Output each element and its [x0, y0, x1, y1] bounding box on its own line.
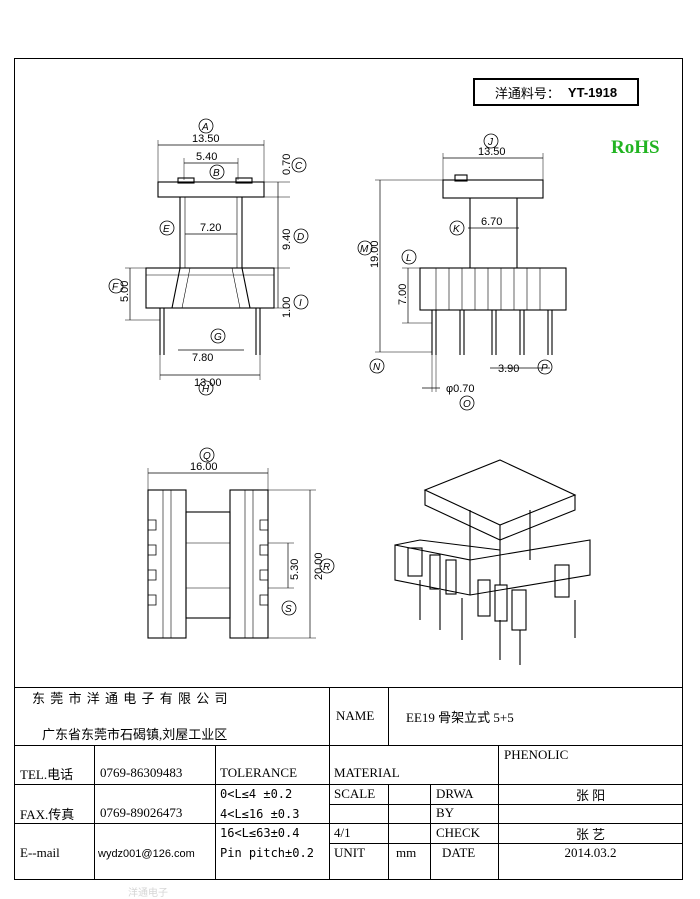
dim-r: 20.00: [313, 552, 325, 580]
tolerance-line-3: 16<L≤63±0.4: [220, 826, 300, 840]
callout-c: C: [295, 161, 303, 172]
title-block: 东 莞 市 洋 通 电 子 有 限 公 司 广东省东莞市石碣镇,刘屋工业区 NA…: [14, 687, 683, 880]
dim-f: 5.00: [119, 281, 131, 302]
callout-p: P: [541, 363, 548, 374]
callout-j: J: [487, 137, 494, 148]
unit-label: UNIT: [334, 845, 366, 860]
callout-r: R: [323, 562, 330, 573]
dim-a: 13.50: [192, 133, 220, 145]
callout-h: H: [202, 384, 210, 395]
drawing-frame: [14, 58, 683, 880]
dim-g: 7.80: [192, 352, 213, 364]
side-view: [375, 153, 567, 392]
company-name: 东 莞 市 洋 通 电 子 有 限 公 司: [32, 690, 229, 706]
dim-k: 6.70: [481, 216, 502, 228]
dim-l: 7.00: [397, 284, 409, 305]
name-label: NAME: [336, 708, 375, 723]
name-value: EE19 骨架立式 5+5: [406, 709, 514, 725]
callout-n: N: [373, 362, 381, 373]
tel-value: 0769-86309483: [100, 765, 183, 780]
fax-value: 0769-89026473: [100, 805, 183, 820]
dim-h: 13.00: [194, 377, 222, 389]
callout-b: B: [213, 168, 220, 179]
dim-d: 9.40: [281, 229, 293, 250]
callout-q: Q: [203, 451, 211, 462]
dim-s: 5.30: [289, 559, 301, 580]
check-value: 张 艺: [575, 826, 606, 842]
check-label: CHECK: [436, 825, 481, 840]
callout-s: S: [285, 604, 292, 615]
drawn-label-1: DRWA: [436, 786, 474, 801]
email-value: wydz001@126.com: [98, 848, 195, 860]
dim-b: 5.40: [196, 151, 217, 163]
date-value: 2014.03.2: [564, 845, 617, 860]
unit-value: mm: [396, 845, 417, 860]
technical-drawing: [125, 140, 591, 665]
bottom-view: [147, 468, 316, 639]
material-value: PHENOLIC: [504, 747, 569, 762]
tolerance-line-4: Pin pitch±0.2: [220, 846, 314, 860]
callout-m: M: [360, 244, 369, 255]
dim-c: 0.70: [281, 154, 293, 175]
callout-i: I: [299, 298, 302, 309]
callout-e: E: [163, 224, 170, 235]
dim-o: φ0.70: [446, 383, 475, 395]
watermark: 洋通电子: [128, 888, 168, 899]
drawn-label-2: BY: [436, 805, 455, 820]
dim-q: 16.00: [190, 461, 218, 473]
callout-f: F: [112, 282, 119, 293]
dim-e: 7.20: [200, 222, 221, 234]
isometric-view: [394, 459, 591, 665]
part-number-label: 洋通料号：: [494, 85, 560, 101]
dim-j: 13.50: [478, 146, 506, 158]
email-label: E--mail: [20, 845, 60, 860]
drawn-value: 张 阳: [575, 787, 606, 803]
material-label: MATERIAL: [334, 765, 400, 780]
callout-k: K: [453, 224, 461, 235]
date-label: DATE: [442, 845, 476, 860]
tolerance-line-2: 4<L≤16 ±0.3: [220, 807, 300, 821]
scale-label: SCALE: [334, 786, 376, 801]
callout-a: A: [201, 122, 209, 133]
tel-label: TEL.电话: [20, 766, 74, 782]
company-address: 广东省东莞市石碣镇,刘屋工业区: [42, 726, 228, 742]
fax-label: FAX.传真: [20, 806, 75, 822]
callout-d: D: [297, 232, 304, 243]
part-number-box: 洋通料号： YT-1918: [473, 78, 639, 106]
tolerance-line-1: 0<L≤4 ±0.2: [220, 787, 293, 801]
dimension-labels: 13.50 5.40 7.20 7.80 13.00 0.70 9.40 1.0…: [108, 118, 553, 616]
dim-i: 1.00: [281, 297, 293, 318]
scale-value: 4/1: [334, 825, 351, 840]
callout-g: G: [214, 332, 222, 343]
part-number-value: YT-1918: [567, 84, 618, 100]
front-view: [125, 140, 290, 380]
callout-l: L: [406, 253, 412, 264]
rohs-mark: RoHS: [611, 137, 660, 158]
tolerance-label: TOLERANCE: [220, 765, 298, 780]
dim-p: 3.90: [498, 363, 519, 375]
callout-o: O: [463, 399, 471, 410]
